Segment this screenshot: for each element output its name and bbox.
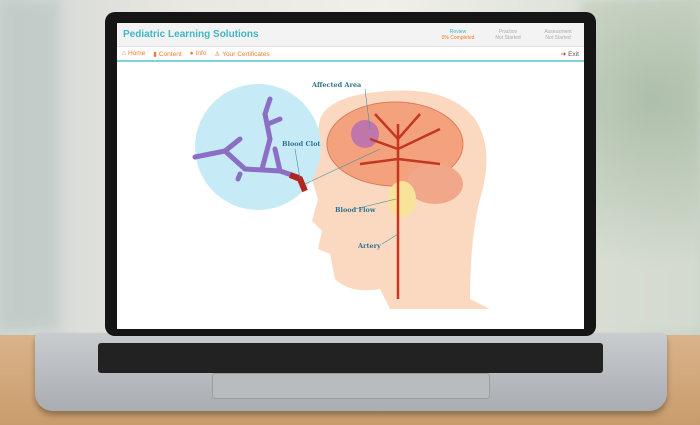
vessel-branches bbox=[192, 96, 301, 182]
trackpad bbox=[212, 373, 490, 399]
nav-certificates[interactable]: ♙Your Certificates bbox=[214, 50, 270, 58]
leader-lines bbox=[294, 88, 399, 245]
nav-home[interactable]: ⌂Home bbox=[122, 50, 146, 57]
background-plant bbox=[580, 0, 700, 330]
exit-button[interactable]: ➜Exit bbox=[560, 50, 579, 58]
cerebellum bbox=[407, 164, 463, 204]
nav-bar: ⌂Home ▮Content ●Info ♙Your Certificates … bbox=[117, 47, 584, 62]
nav-content[interactable]: ▮Content bbox=[153, 50, 182, 58]
book-icon: ▮ bbox=[153, 50, 157, 58]
nav-info[interactable]: ●Info bbox=[189, 50, 207, 57]
arteries bbox=[359, 113, 441, 299]
exit-icon: ➜ bbox=[560, 50, 567, 58]
label-affected-area: Affected Area bbox=[311, 81, 362, 89]
label-blood-flow: Blood Flow bbox=[335, 206, 376, 214]
label-artery: Artery bbox=[357, 242, 381, 250]
stroke-illustration: Affected Area Blood Clot Blood Flow Arte… bbox=[192, 81, 490, 309]
zoom-circle bbox=[195, 84, 321, 210]
home-icon: ⌂ bbox=[122, 50, 126, 57]
affected-area bbox=[351, 120, 379, 148]
certificate-icon: ♙ bbox=[214, 50, 221, 58]
brainstem bbox=[388, 181, 416, 217]
keyboard bbox=[98, 343, 603, 373]
app-title: Pediatric Learning Solutions bbox=[123, 29, 259, 40]
background-wall bbox=[0, 0, 60, 330]
label-blood-clot: Blood Clot bbox=[282, 140, 320, 148]
info-icon: ● bbox=[189, 50, 194, 57]
